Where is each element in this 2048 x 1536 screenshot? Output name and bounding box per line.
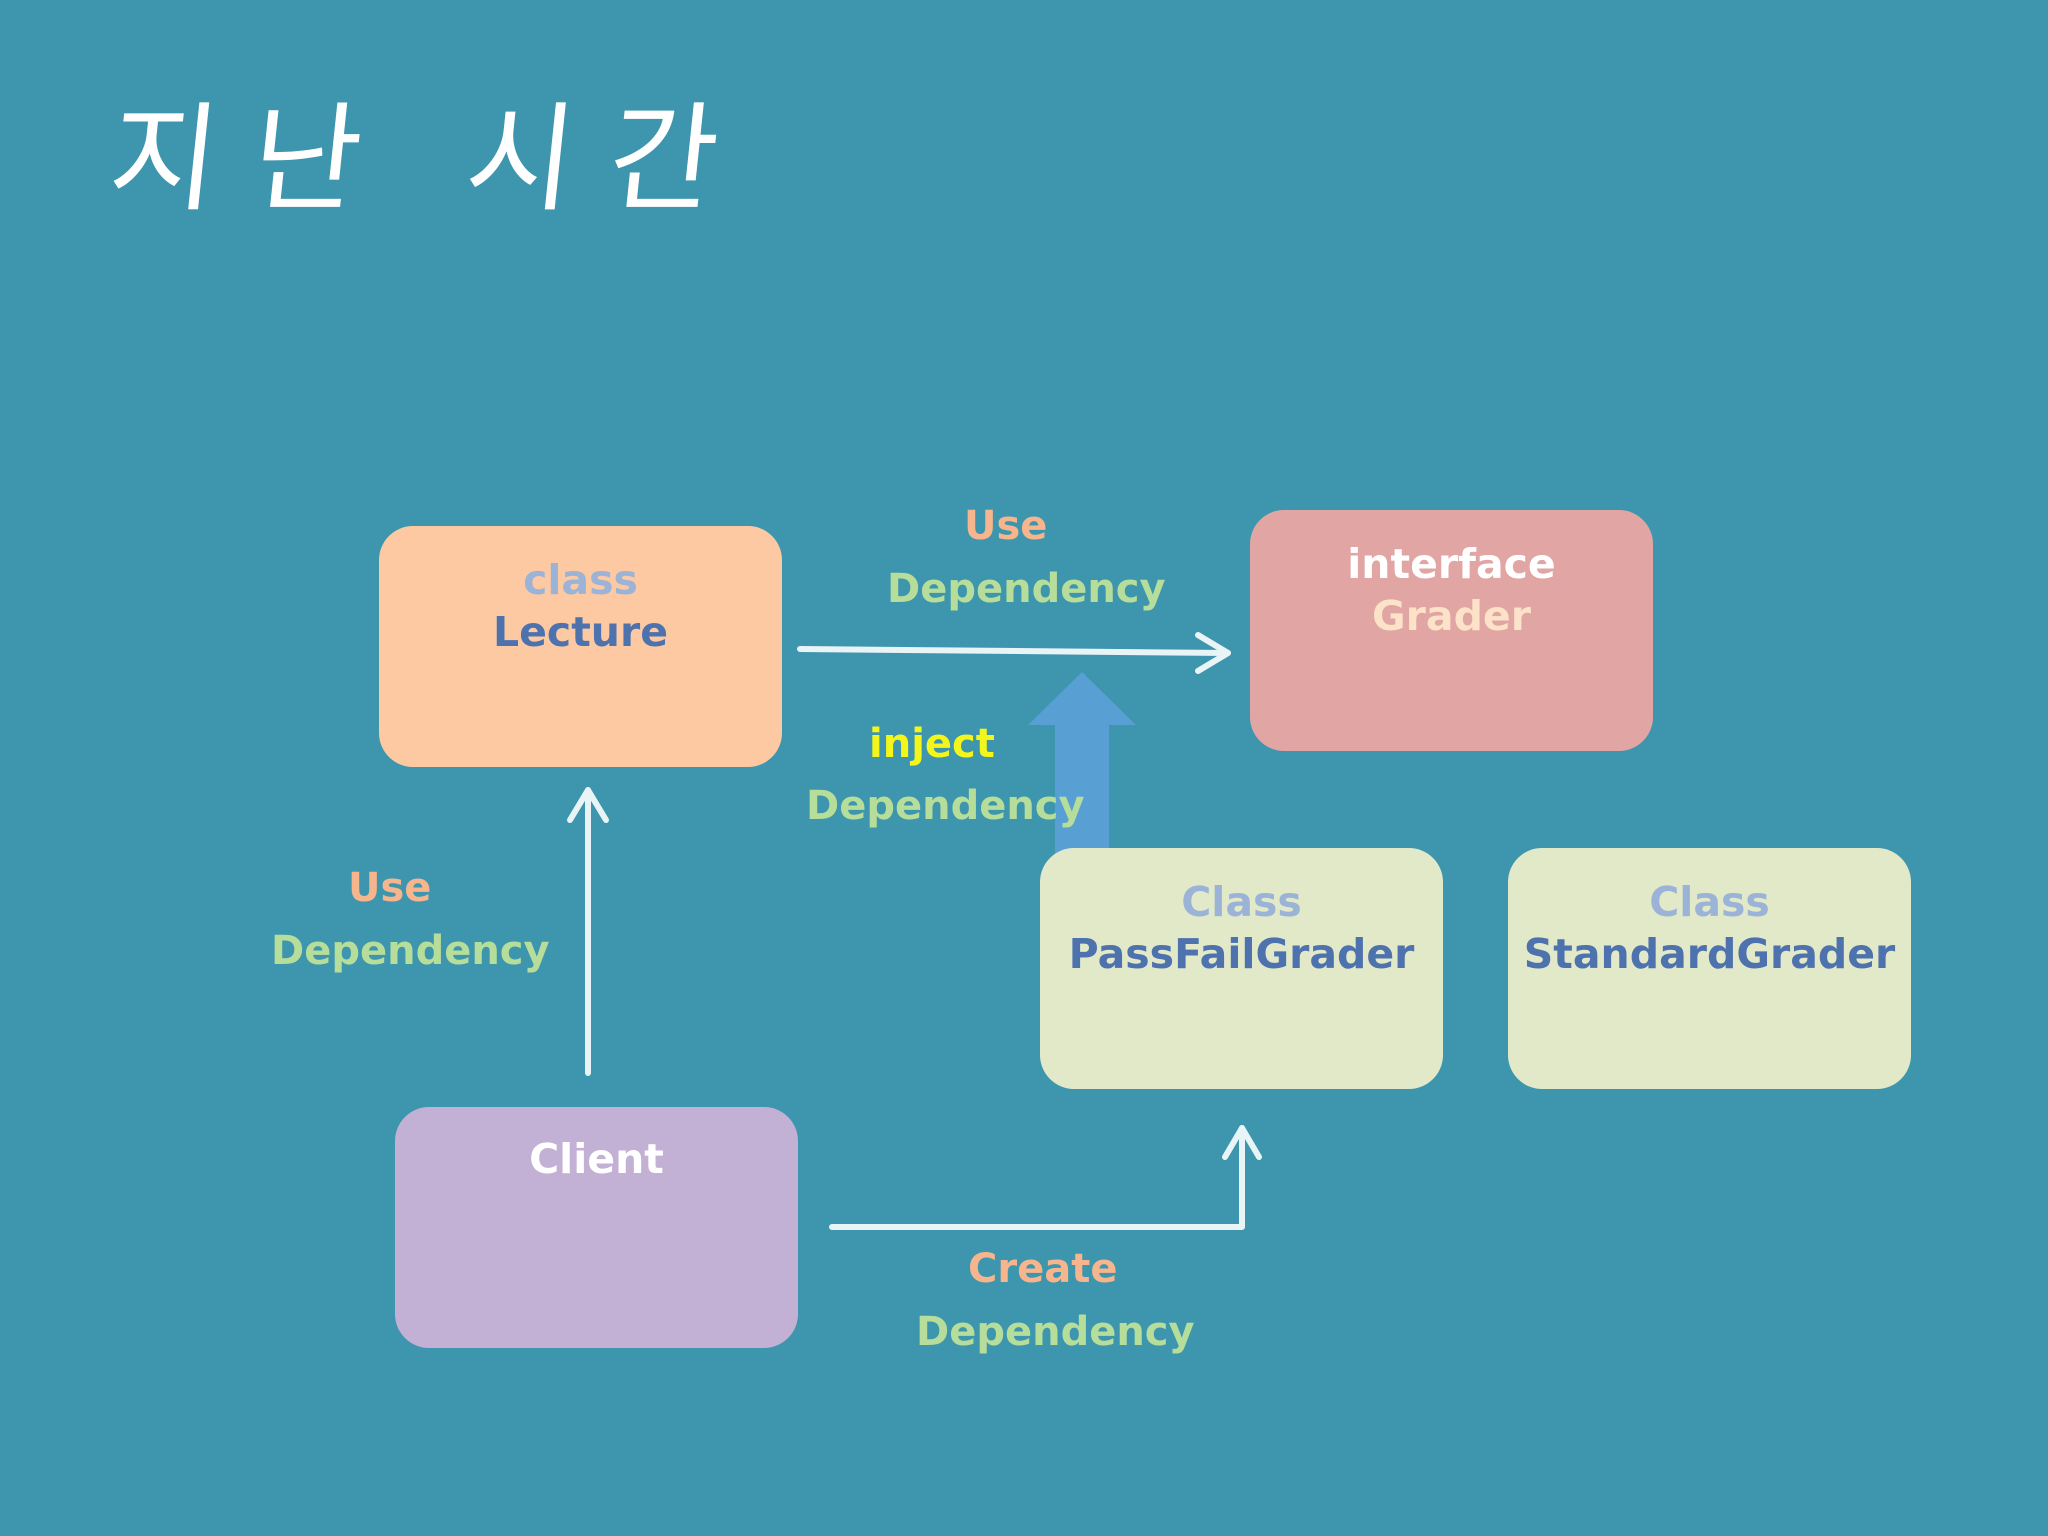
- client-name: Client: [529, 1135, 664, 1183]
- interface-grader-box: interface Grader: [1250, 510, 1653, 751]
- edge-label-inject-kind: inject: [869, 721, 995, 767]
- edge-label-client-lecture-kind: Use: [348, 865, 432, 911]
- edge-label-lecture-grader-kind: Use: [964, 503, 1048, 549]
- grader-name: Grader: [1372, 592, 1531, 640]
- arrow-lecture-to-grader: [797, 632, 1231, 674]
- arrow-client-to-passfail: [829, 1125, 1262, 1230]
- class-passfailgrader-box: Class PassFailGrader: [1040, 848, 1443, 1089]
- edge-label-client-passfail-kind: Create: [968, 1246, 1118, 1292]
- passfail-keyword: Class: [1181, 878, 1302, 926]
- lecture-keyword: class: [523, 556, 638, 604]
- arrow-client-to-lecture: [567, 787, 609, 1076]
- edge-label-lecture-grader-type: Dependency: [887, 566, 1166, 612]
- class-lecture-box: class Lecture: [379, 526, 782, 767]
- inject-arrow: [1028, 672, 1136, 880]
- edge-label-client-passfail-type: Dependency: [916, 1309, 1195, 1355]
- passfail-name: PassFailGrader: [1068, 930, 1415, 978]
- class-standardgrader-box: Class StandardGrader: [1508, 848, 1911, 1089]
- lecture-name: Lecture: [492, 608, 669, 656]
- grader-keyword: interface: [1347, 540, 1556, 588]
- edge-label-inject-type: Dependency: [806, 783, 1085, 829]
- edge-label-client-lecture-type: Dependency: [271, 928, 550, 974]
- standard-name: StandardGrader: [1523, 930, 1896, 978]
- standard-keyword: Class: [1649, 878, 1770, 926]
- client-box: Client: [395, 1107, 798, 1348]
